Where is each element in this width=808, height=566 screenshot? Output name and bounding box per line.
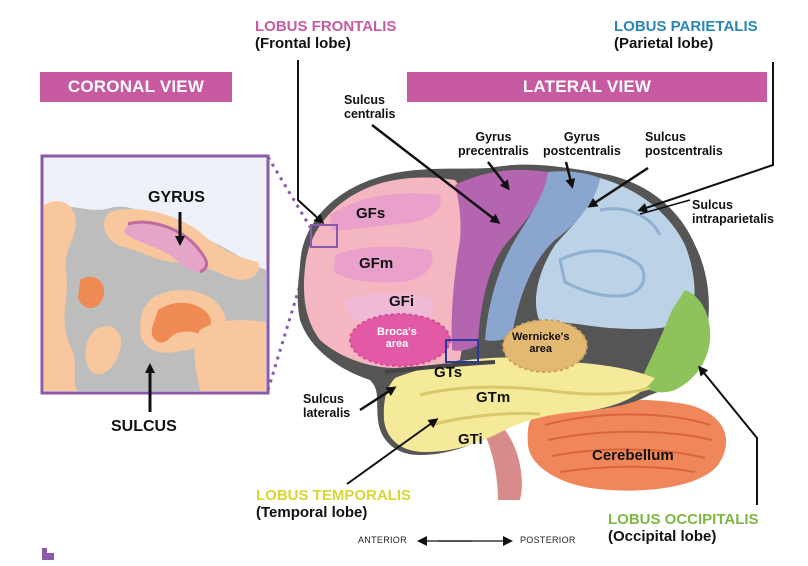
frontal-lobe-label: LOBUS FRONTALIS (Frontal lobe) bbox=[255, 18, 397, 52]
gyrus-postcentralis-arrow bbox=[564, 161, 576, 189]
sulcus-postcentralis-line1: Sulcus bbox=[645, 130, 686, 144]
coronal-gyrus-highlight bbox=[124, 222, 207, 272]
gyrus-precentralis-line1: Gyrus bbox=[475, 130, 512, 144]
anterior-label: ANTERIOR bbox=[358, 535, 407, 545]
occipital-leader-line bbox=[698, 365, 758, 505]
gyrus-precentralis-label: Gyrus precentralis bbox=[458, 130, 529, 159]
parietal-lobe-name: LOBUS PARIETALIS bbox=[614, 18, 758, 35]
gyrus-postcentralis-label: Gyrus postcentralis bbox=[543, 130, 621, 159]
sulcus-intraparietalis-line1: Sulcus bbox=[692, 198, 733, 212]
coronal-view-title: CORONAL VIEW bbox=[67, 77, 205, 96]
temporal-lobe-name: LOBUS TEMPORALIS bbox=[256, 487, 412, 504]
coronal-cortex-left bbox=[44, 201, 78, 391]
frontal-lobe-name: LOBUS FRONTALIS bbox=[255, 18, 397, 35]
gyrus-precentralis-arrow bbox=[487, 161, 510, 191]
gtm-label: GTm bbox=[476, 389, 511, 406]
lateral-brain bbox=[297, 164, 727, 500]
logo-mark bbox=[42, 548, 47, 560]
brocas-area-line1: Broca's bbox=[377, 326, 417, 338]
frontal-zoom-box bbox=[310, 224, 338, 248]
sulcus-postcentralis-arrow bbox=[587, 166, 649, 208]
sulcus-centralis-arrow bbox=[371, 124, 501, 224]
parietal-lobe-sub: (Parietal lobe) bbox=[614, 34, 714, 52]
zoom-line-top bbox=[266, 156, 314, 231]
posterior-label: POSTERIOR bbox=[520, 535, 576, 545]
wernickes-area-line2: area bbox=[529, 343, 553, 356]
gts-label: GTs bbox=[434, 364, 463, 381]
coronal-sulcus-label: SULCUS bbox=[111, 418, 177, 435]
occipital-lobe-region bbox=[640, 290, 711, 393]
coronal-view-banner: CORONAL VIEW bbox=[40, 72, 232, 102]
sulcus-postcentralis-line2: postcentralis bbox=[645, 143, 723, 158]
gyrus-postcentralis-line1: Gyrus bbox=[563, 130, 600, 144]
temporal-lobe-sub: (Temporal lobe) bbox=[256, 503, 368, 521]
occipital-lobe-label: LOBUS OCCIPITALIS (Occipital lobe) bbox=[608, 511, 759, 545]
frontal-lobe-sub: (Frontal lobe) bbox=[255, 34, 351, 52]
sulcus-centralis-label: Sulcus centralis bbox=[344, 93, 396, 122]
temporal-zoom-box bbox=[445, 339, 479, 363]
cerebellum-label: Cerebellum bbox=[592, 447, 674, 464]
lateral-view-banner: LATERAL VIEW bbox=[407, 72, 767, 102]
brocas-area-line2: area bbox=[385, 338, 409, 351]
zoom-line-bottom bbox=[266, 245, 314, 391]
sulcus-intraparietalis-line bbox=[639, 199, 691, 215]
temporal-lobe-region bbox=[383, 357, 655, 452]
gti-label: GTi bbox=[458, 431, 483, 448]
sulcus-lateralis-label: Sulcus lateralis bbox=[303, 392, 351, 421]
temporal-leader-line bbox=[346, 418, 439, 485]
wernickes-area-line1: Wernicke's bbox=[512, 331, 570, 343]
occipital-lobe-name: LOBUS OCCIPITALIS bbox=[608, 511, 759, 528]
coronal-sulcus-highlight bbox=[151, 302, 211, 343]
sulcus-centralis-line2: centralis bbox=[344, 106, 396, 121]
sulcus-centralis-line1: Sulcus bbox=[344, 93, 385, 107]
gfm-label: GFm bbox=[359, 255, 394, 272]
gyrus-precentralis-line2: precentralis bbox=[458, 143, 529, 158]
wernickes-area-label: Wernicke's area bbox=[512, 331, 569, 355]
sulcus-intraparietalis-label: Sulcus intraparietalis bbox=[692, 198, 774, 227]
gyrus-precentralis-shape bbox=[451, 169, 548, 351]
gfi-label: GFi bbox=[389, 293, 414, 310]
coronal-panel bbox=[40, 154, 270, 395]
gyrus-postcentralis-line2: postcentralis bbox=[543, 143, 621, 158]
temporal-lobe-label: LOBUS TEMPORALIS (Temporal lobe) bbox=[256, 487, 412, 521]
gyrus-postcentralis-shape bbox=[485, 171, 600, 341]
parietal-leader-line bbox=[637, 62, 774, 213]
sulcus-intraparietalis-line2: intraparietalis bbox=[692, 211, 774, 226]
occipital-lobe-sub: (Occipital lobe) bbox=[608, 527, 717, 545]
sulcus-lateralis-arrow bbox=[359, 386, 397, 412]
lateral-view-title: LATERAL VIEW bbox=[522, 77, 652, 96]
gfs-label: GFs bbox=[356, 205, 386, 222]
sulcus-lateralis-line2: lateralis bbox=[303, 405, 351, 420]
coronal-gyrus-label: GYRUS bbox=[148, 189, 205, 206]
sulcus-postcentralis-label: Sulcus postcentralis bbox=[645, 130, 723, 159]
brocas-area-label: Broca's area bbox=[377, 326, 417, 350]
frontal-leader-line bbox=[297, 60, 325, 225]
cerebellum-shape bbox=[527, 399, 727, 491]
parietal-lobe-label: LOBUS PARIETALIS (Parietal lobe) bbox=[614, 18, 758, 52]
sulcus-lateralis-line1: Sulcus bbox=[303, 392, 344, 406]
wernickes-area-shape bbox=[502, 319, 588, 373]
